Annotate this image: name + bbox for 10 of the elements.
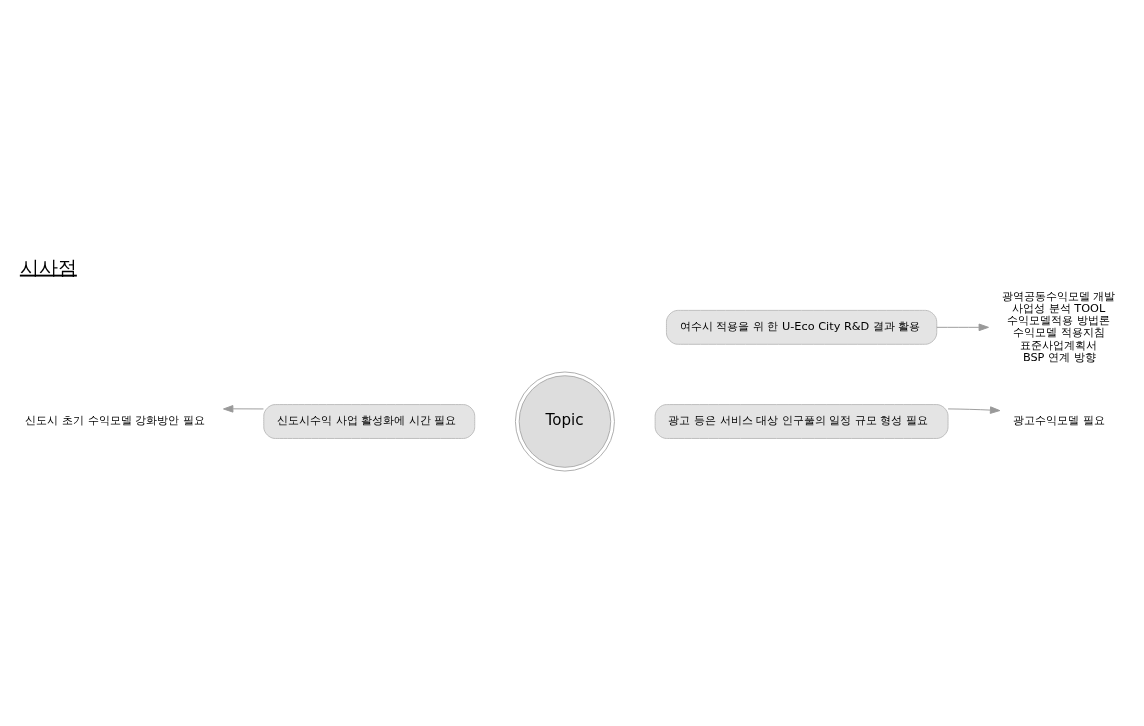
node-text: 광고수익모델 필요 [1013,413,1105,427]
node-box: 광고 등은 서비스 대상 인구풀의 일정 규모 형성 필요 [654,403,949,439]
node-box: 여수시 적용을 위 한 U-Eco City R&D 결과 활용 [666,309,938,345]
diagram-title: 시사점 [19,256,77,278]
arrow [223,404,264,413]
arrow [936,323,989,331]
node-text: 신도시 초기 수익모델 강화방안 필요 [25,413,205,427]
node-box: 신도시수익 사업 활성화에 시간 필요 [263,403,476,439]
node-text: 광역공동수익모델 개발 사업성 분석 TOOL 수익모델적용 방법론 수익모델 적용지침 표준사업계획서 BSP 연계 방향 [1001,289,1116,364]
arrow [947,405,1001,414]
